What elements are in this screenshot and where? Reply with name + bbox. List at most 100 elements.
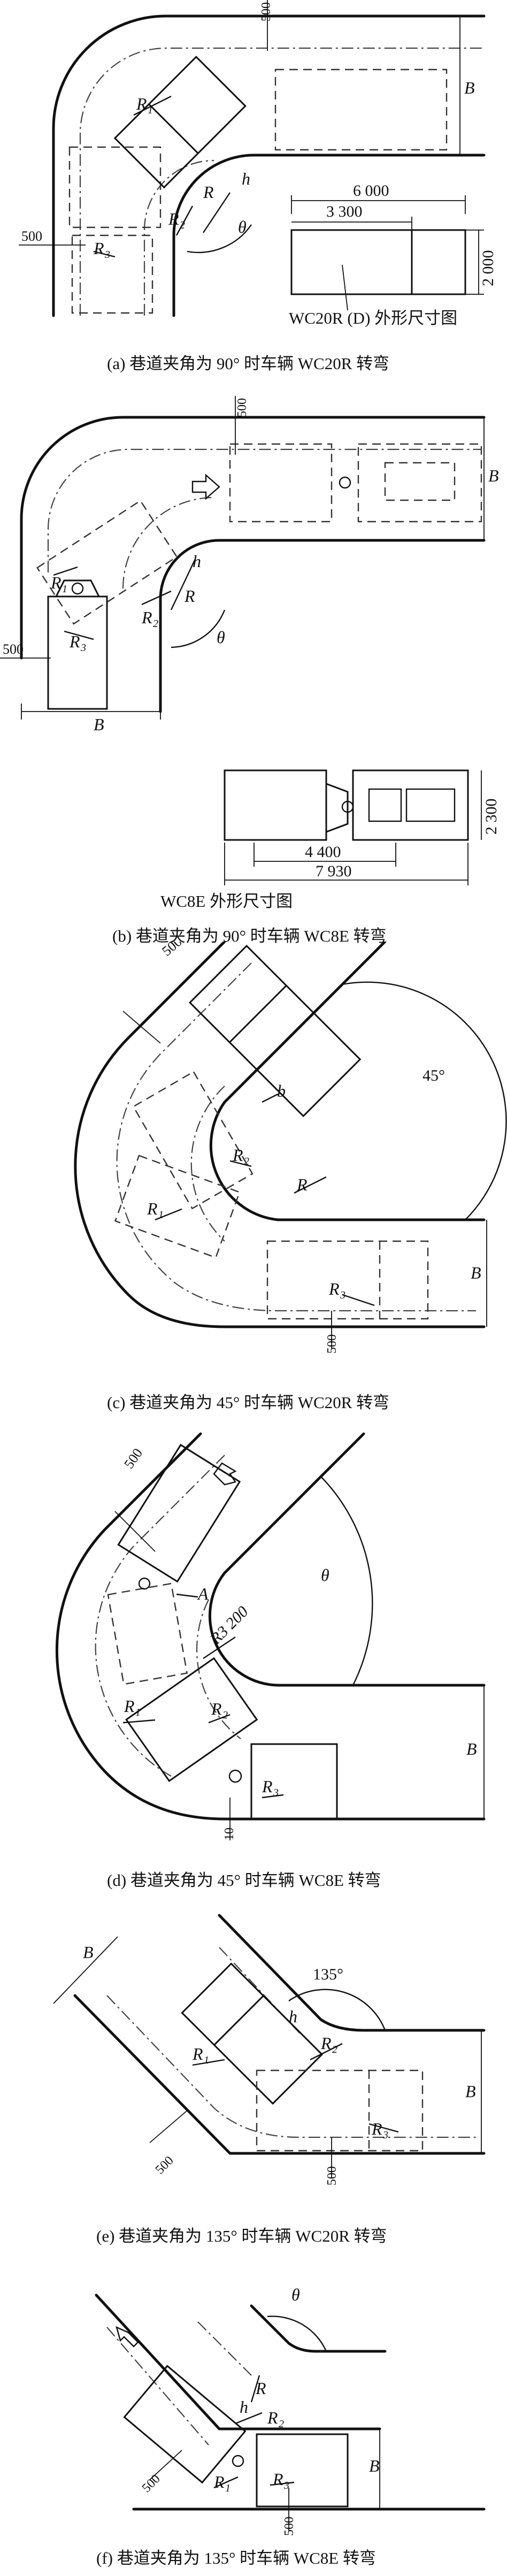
vehicle-wc20r-top (188, 944, 362, 1118)
radius-line-r3 (64, 630, 94, 640)
angle-arc-135 (288, 1989, 386, 2031)
angle-arc-theta (267, 2315, 327, 2352)
swept-path-outer (106, 1995, 476, 2138)
vehicle-turning (36, 500, 178, 625)
radius-line-r3 (93, 250, 116, 258)
vehicle-position-mid (68, 146, 162, 228)
panel-c-diagram: B 500 500 45° b R R 1 R 2 R 3 (74, 942, 507, 1354)
angle-arc-theta (171, 609, 226, 648)
swept-path-inner (219, 1947, 300, 2034)
inset-label-3300: 3 300 (326, 203, 363, 220)
label-r3-sub: 3 (104, 249, 110, 261)
articulation-joint-bottom (228, 1769, 242, 1783)
label-r2: R (232, 1145, 243, 1165)
label-r3-sub: 3 (283, 2480, 289, 2491)
label-r3-sub: 3 (273, 1787, 279, 1799)
label-r2: R (211, 1699, 222, 1718)
panel-e-diagram: B B 500 500 135° h R 1 R 2 R 3 (53, 1914, 486, 2185)
label-r3-sub: 3 (80, 642, 86, 654)
label-500-top: 500 (159, 942, 185, 959)
radius-line-r1 (133, 95, 172, 116)
vehicle-position-low (71, 234, 153, 314)
radius-line-r (203, 192, 231, 233)
radius-line-r3 (368, 2123, 399, 2133)
label-500-bottom: 500 (325, 2166, 339, 2185)
road-outer-wall (95, 2294, 381, 2430)
road-inner-wall (172, 154, 486, 317)
road-inner-wall (208, 1432, 486, 1687)
label-b-bottom: B (94, 715, 104, 734)
label-r: R (203, 182, 214, 202)
dim-b-left-line (53, 1936, 118, 2004)
label-500-top: 500 (235, 398, 249, 417)
label-r3: R (272, 2470, 283, 2489)
radius-line-r1 (213, 2476, 239, 2489)
label-r1: R (136, 94, 147, 113)
swept-path-inner (197, 2321, 252, 2376)
caption-d: (d) 巷道夹角为 45° 时车辆 WC8E 转弯 (107, 1871, 381, 1890)
label-r2-sub: 2 (180, 219, 185, 231)
swept-path-outer (95, 1455, 225, 1777)
road-inner-wall (209, 942, 486, 1221)
radius-line-r (250, 2375, 260, 2403)
vehicle-wc8e-joint (71, 582, 84, 595)
radius-line-r3 (262, 1794, 284, 1799)
road-top-wall (250, 2304, 387, 2353)
panel-b-captions: WC8E 外形尺寸图 (b) 巷道夹角为 90° 时车辆 WC8E 转弯 (112, 892, 387, 945)
panel-f-diagram: B 500 500 θ R h R 1 R 2 R 3 (95, 2285, 486, 2536)
direction-arrow (116, 2326, 139, 2348)
vehicle-mid-2 (114, 1155, 241, 1259)
label-theta: θ (238, 217, 247, 236)
label-b: B (466, 1739, 477, 1759)
vehicle-mid-1 (132, 1071, 253, 1210)
radius-line-r1 (53, 566, 78, 576)
label-r1-sub: 1 (225, 2482, 231, 2494)
road-outer-wall (52, 14, 486, 317)
radius-line-r2 (175, 205, 194, 236)
label-b-right: B (465, 2082, 476, 2101)
label-theta: θ (321, 1565, 329, 1585)
label-b: B (471, 1263, 481, 1282)
vehicle-cab-divider (148, 103, 199, 154)
label-r3: R (371, 2119, 382, 2138)
label-b-right: B (488, 466, 499, 485)
radius-line-r2 (235, 2412, 263, 2425)
caption-a: (a) 巷道夹角为 90° 时车辆 WC20R 转弯 (107, 354, 389, 373)
radius-line-r3 (342, 1294, 375, 1306)
label-r3: R (328, 1279, 340, 1298)
vehicle-rear-mid (107, 1583, 188, 1685)
angle-arc-45 (342, 981, 507, 1220)
vehicle-wc8e-hitch (55, 579, 100, 597)
panel-a-diagram: B 500 500 R 1 R 2 R 3 R h θ 6 000 3 300 … (19, 0, 497, 373)
inset-rear-inner-2 (405, 788, 456, 822)
label-r1: R (147, 1199, 158, 1218)
label-r2-sub: 2 (332, 2044, 337, 2055)
panel-d-caption: (d) 巷道夹角为 45° 时车辆 WC8E 转弯 (107, 1871, 381, 1890)
label-r1-sub: 1 (158, 1209, 164, 1221)
swept-path-inner (196, 1599, 241, 1739)
label-500-bottom: 500 (282, 2517, 296, 2536)
label-r2-sub: 2 (222, 1709, 228, 1721)
label-h: h (242, 169, 250, 188)
label-r2: R (267, 2408, 278, 2427)
label-theta: θ (291, 2285, 300, 2304)
road-outer-wall (73, 1994, 486, 2155)
radius-line-r (294, 1176, 327, 1194)
label-r2-sub: 2 (244, 1156, 249, 1167)
inset-vehicle-outline (290, 229, 466, 295)
radius-line-r2 (141, 590, 172, 606)
swept-path-outer (79, 47, 484, 316)
label-500-bottom: 500 (325, 1334, 339, 1354)
radius-line-a (176, 1593, 198, 1598)
label-r1: R (50, 573, 62, 592)
inset-rear-inner-1 (368, 788, 402, 822)
road-inner-wall (159, 539, 486, 713)
panel-f-caption: (f) 巷道夹角为 135° 时车辆 WC8E 转弯 (96, 2549, 376, 2567)
swept-path-inner (122, 496, 214, 589)
label-500-top: 500 (259, 2, 273, 21)
radius-line-r3200 (203, 1637, 236, 1659)
vehicle-straight-rear (357, 443, 482, 523)
inset-title-b: WC8E 外形尺寸图 (160, 892, 293, 911)
vehicle-wc20r-turning (181, 1962, 324, 2105)
vehicle-wc8e-body (125, 1657, 258, 1783)
